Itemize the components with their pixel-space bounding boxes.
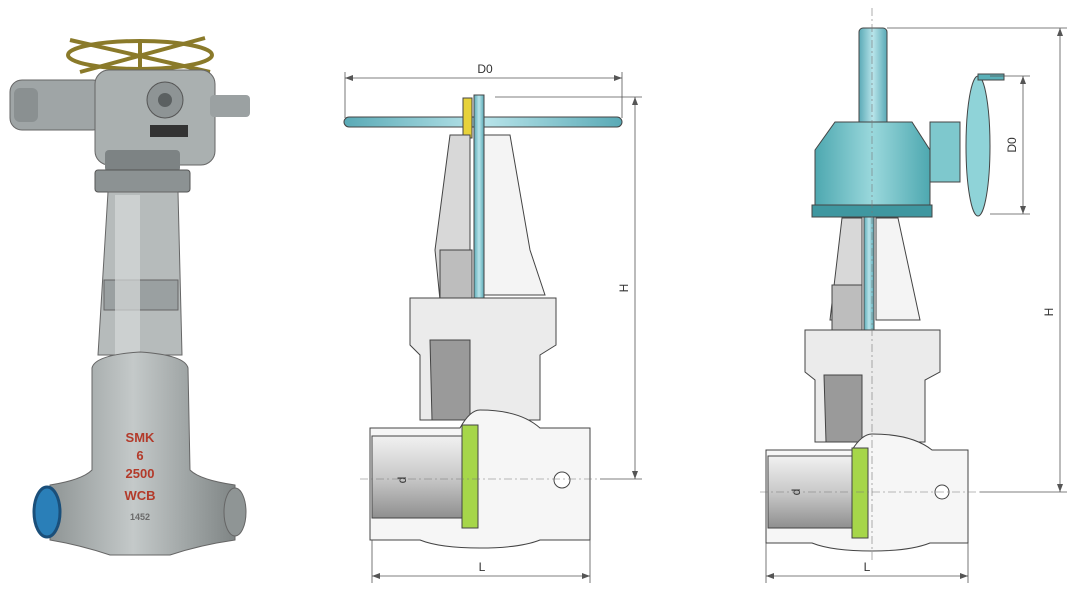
side-handwheel [965, 75, 991, 217]
handwheel-handle [977, 73, 1005, 81]
gate-seat-2 [851, 447, 869, 539]
stamp-brand: SMK [126, 430, 156, 445]
outlet-port [223, 487, 247, 537]
actuator-flange [94, 169, 191, 193]
drain-hole [553, 471, 571, 489]
yoke-2-right [875, 217, 921, 321]
bonnet-shadow [429, 339, 471, 421]
stamp-size: 6 [136, 448, 143, 463]
dimension-h-gear [887, 27, 1067, 493]
label-d-gear: d [789, 489, 803, 496]
label-l-gear: L [864, 560, 871, 574]
label-d0: D0 [477, 62, 493, 76]
bonnet-2-shadow [823, 374, 863, 443]
yoke-right [483, 134, 546, 296]
electric-actuator [9, 69, 250, 172]
dimension-h [495, 96, 642, 480]
dimension-d0 [344, 72, 623, 118]
dimension-l-gear [765, 543, 969, 583]
label-l: L [479, 560, 486, 574]
drawing-gearbox-valve: D0 H d [760, 8, 1067, 583]
valve-photo: SMK 6 2500 WCB 1452 [9, 36, 250, 556]
valve-body-casting [49, 351, 236, 556]
gearbox-side-shaft [929, 121, 961, 183]
gearbox-stem [858, 27, 888, 129]
body-bore [371, 435, 463, 519]
stamp-material: WCB [124, 488, 155, 503]
yoke [97, 191, 183, 356]
stem-nut [462, 97, 473, 139]
gland-packing [439, 249, 473, 306]
gearbox-housing [814, 121, 931, 211]
drawing-handwheel-valve: D0 H d [343, 62, 642, 583]
label-h-gear: H [1042, 308, 1056, 317]
stamp-small: 1452 [130, 512, 150, 522]
stamp-class: 2500 [126, 466, 155, 481]
label-h: H [617, 284, 631, 293]
label-d: d [395, 477, 409, 484]
gate-seat [461, 424, 479, 529]
dimension-d0-gear [990, 75, 1030, 215]
inlet-port [32, 485, 62, 539]
label-d0-gear: D0 [1005, 137, 1019, 153]
actuator-handwheel [66, 36, 214, 74]
dimension-l [371, 540, 591, 583]
